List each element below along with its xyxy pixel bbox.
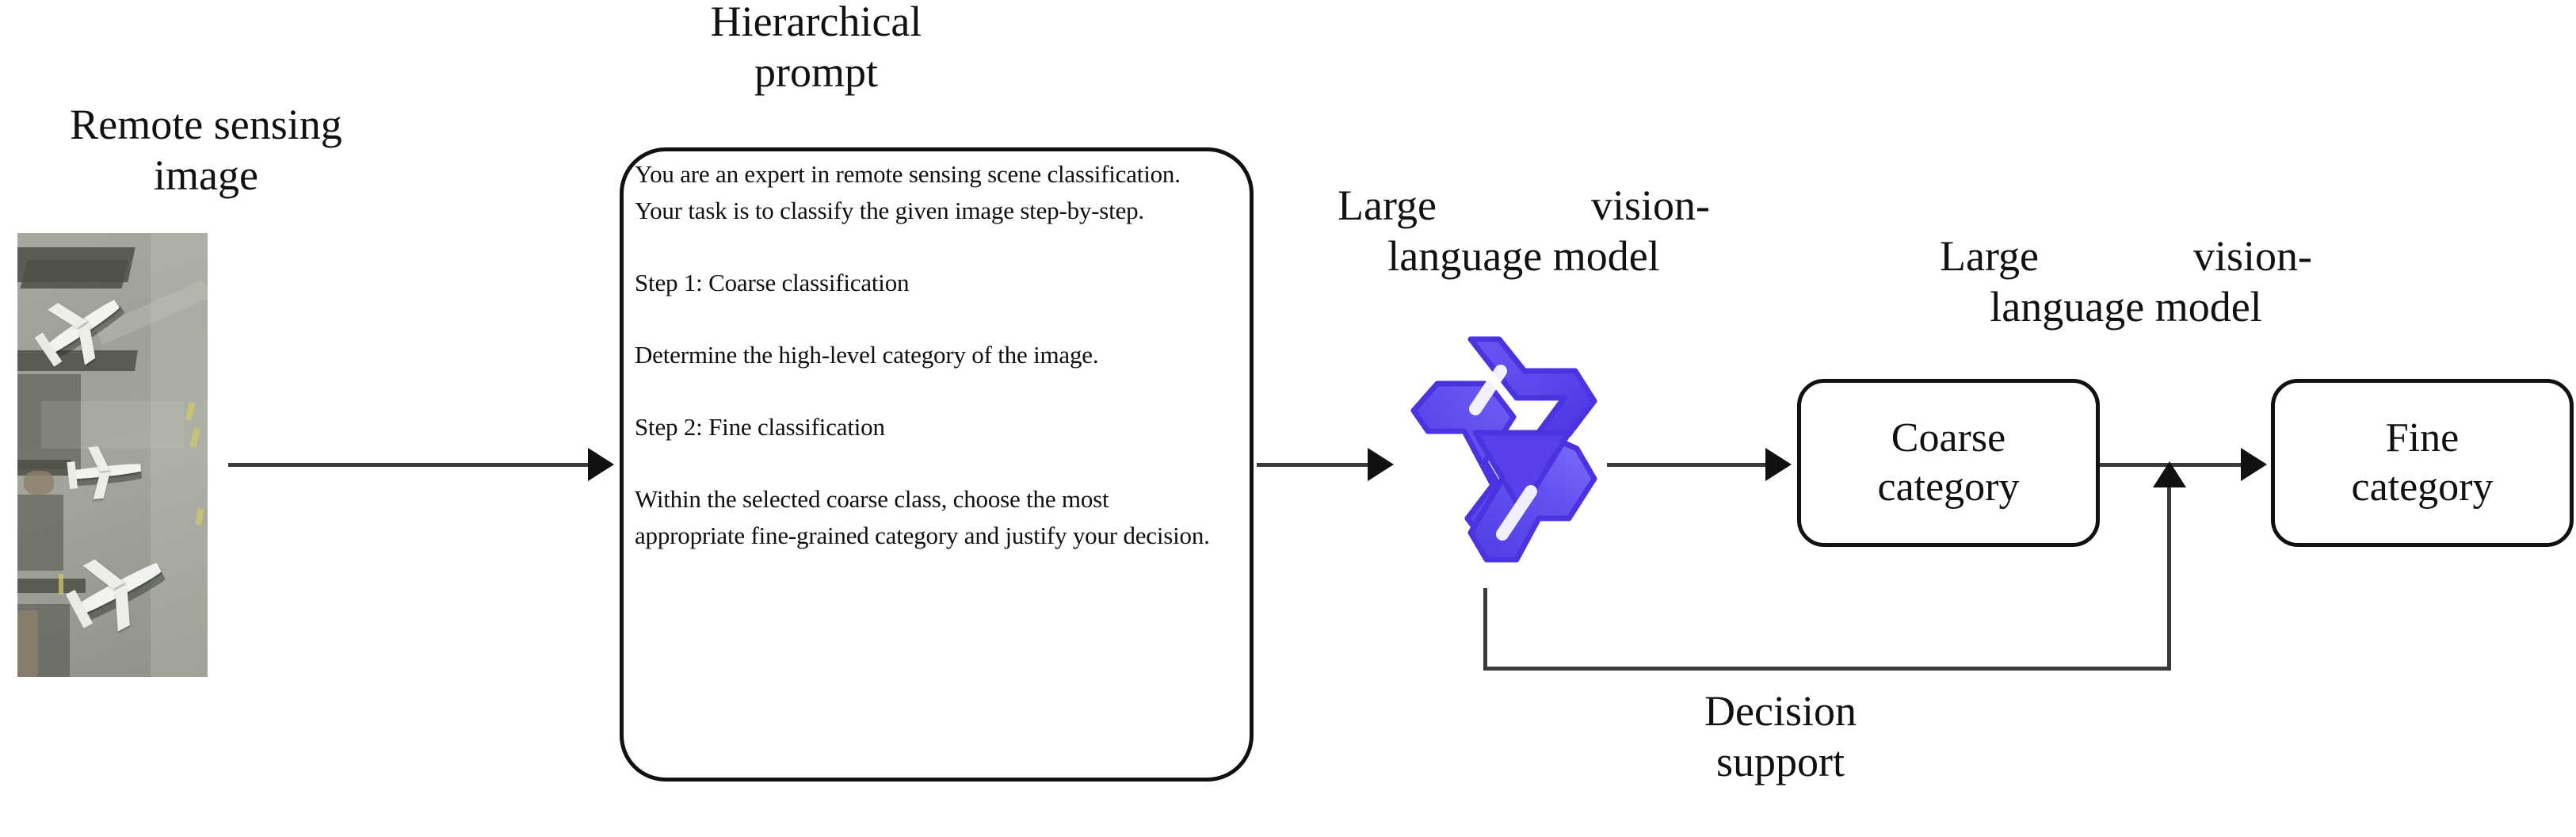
airplane-2-tail	[67, 461, 78, 490]
apron-band-lower-2	[17, 495, 63, 571]
airplane-3-wing-right	[115, 587, 130, 632]
fine-category-box[interactable]: Fine category	[2271, 379, 2574, 547]
dirt-patch	[24, 471, 54, 495]
apron-band-bottom	[17, 579, 86, 593]
large-vision-language-model-caption-1: Large vision-language model	[1338, 182, 1710, 280]
remote-sensing-image	[17, 233, 208, 677]
remote-sensing-image-caption: Remote sensing image	[70, 101, 342, 199]
edge-image-to-prompt	[228, 463, 591, 467]
dirt-patch-2	[17, 610, 38, 677]
airplane-1-wing-left	[48, 303, 88, 329]
airplane-3-wing-left	[82, 559, 125, 590]
airplane-2	[60, 431, 155, 511]
concrete-strip-center	[41, 401, 184, 449]
concrete-strip-right	[151, 233, 208, 677]
edge-prompt-to-model-arrowhead	[1368, 448, 1394, 481]
taxi-marking-4	[59, 574, 63, 594]
hierarchical-prompt-text: You are an expert in remote sensing scen…	[635, 160, 1210, 549]
satellite-scene	[17, 233, 208, 677]
edge-model-to-coarse	[1607, 463, 1770, 467]
edge-coarse-to-fine-arrowhead	[2241, 448, 2267, 481]
edge-prompt-to-model	[1257, 463, 1376, 467]
apron-band-mid-2	[17, 374, 81, 469]
hierarchical-prompt-caption: Hierarchical prompt	[710, 0, 922, 96]
qwen-logo	[1382, 322, 1604, 583]
edge-model-to-coarse-arrowhead	[1765, 448, 1792, 481]
feedback-loop-horizontal-segment	[1483, 667, 2171, 671]
edge-image-to-prompt-arrowhead	[588, 448, 614, 481]
coarse-category-box[interactable]: Coarse category	[1797, 379, 2100, 547]
feedback-loop-down-segment	[1483, 588, 1487, 671]
large-vision-language-model-caption-2: Large vision-language model	[1940, 232, 2312, 331]
feedback-loop-up-segment	[2167, 487, 2171, 671]
hierarchical-prompt-box: You are an expert in remote sensing scen…	[620, 147, 1254, 782]
feedback-loop-arrowhead	[2153, 461, 2186, 487]
decision-support-caption: Decision support	[1704, 687, 1857, 785]
